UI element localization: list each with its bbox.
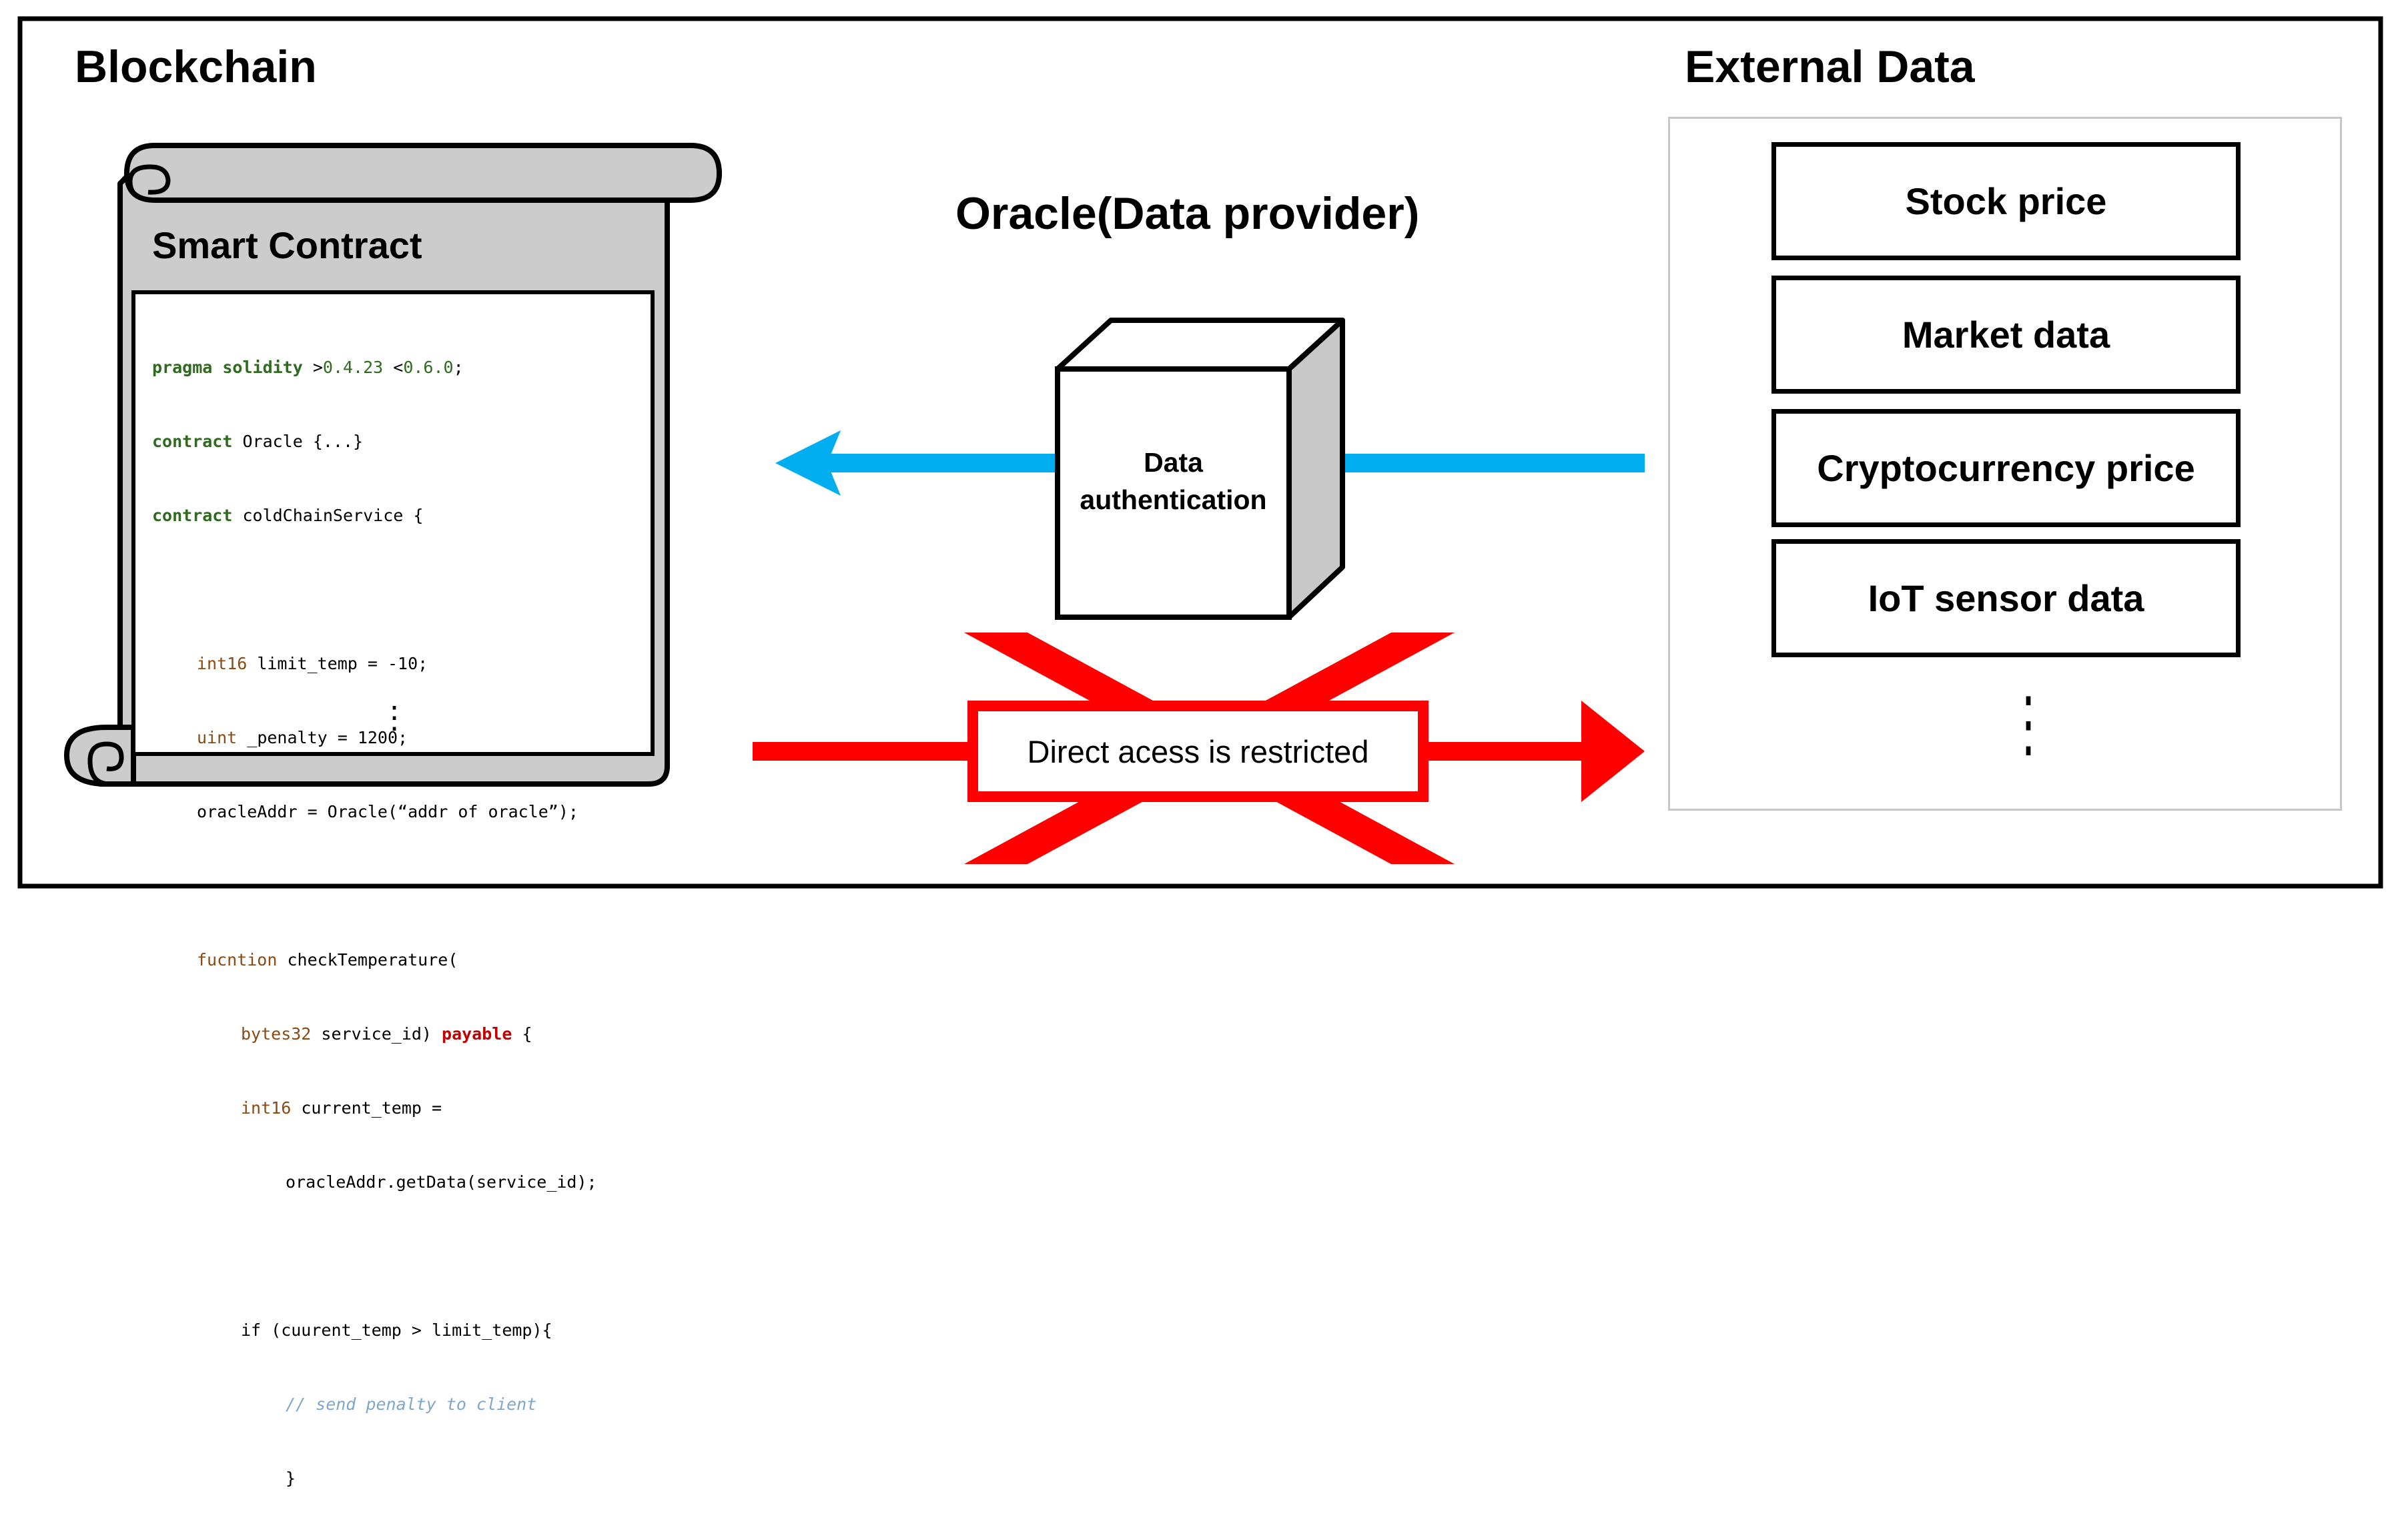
external-ellipsis: ⋮ [2006,683,2050,765]
scroll-graphic [63,143,723,787]
cube-side [1286,318,1345,620]
code-line-15: // send penalty to client [286,1395,537,1414]
code-line-14: if (cuurent_temp > limit_temp){ [241,1320,552,1340]
oracle-cube [1055,318,1345,620]
diagram-graphics [17,16,2383,889]
external-item-stock-price: Stock price [1771,142,2241,260]
blue-arrowhead-left [775,430,841,496]
smart-contract-title: Smart Contract [152,224,422,266]
external-item-iot-sensor-data: IoT sensor data [1771,539,2241,657]
code-line-12: oracleAddr.getData(service_id); [286,1172,597,1192]
cube-label: Data authentication [1058,444,1289,518]
code-line-blank [152,577,597,602]
blockchain-title: Blockchain [75,41,317,92]
code-line-10: bytes32 service_id) payable { [241,1024,532,1044]
cube-label-line-1: Data [1144,447,1203,478]
code-line-5: int16 limit_temp = -10; [197,654,428,673]
code-line-7: oracleAddr = Oracle(“addr of oracle”); [197,802,578,821]
blue-line-right [1331,454,1645,472]
blue-arrow-shaft-left [821,454,1058,472]
code-line-9: fucntion checkTemperature( [197,950,458,970]
external-data-title: External Data [1685,41,1975,92]
code-line-11: int16 current_temp = [241,1098,442,1118]
code-line-2: contract Oracle {...} [152,432,364,451]
code-ellipsis: ⋮ [379,700,410,735]
external-item-market-data: Market data [1771,276,2241,394]
external-item-cryptocurrency-price: Cryptocurrency price [1771,409,2241,527]
cube-label-line-2: authentication [1080,484,1267,515]
scroll-top-roll [123,143,723,203]
oracle-title: Oracle(Data provider) [955,188,1420,239]
code-sheet [131,290,655,756]
outer-frame [17,16,2383,889]
solidity-code: pragma solidity >0.4.23 <0.6.0; contract… [152,306,597,1540]
code-line-6: uint _penalty = 1200; [197,728,408,747]
restricted-label: Direct acess is restricted [1027,733,1369,769]
code-line-blank [152,873,597,898]
code-line-16: } [286,1469,296,1488]
code-line-1: pragma solidity >0.4.23 <0.6.0; [152,358,464,377]
code-line-blank [152,1244,597,1268]
restricted-box [967,701,1429,802]
cube-front [1055,366,1292,620]
code-line-3: contract coldChainService { [152,506,424,525]
diagram-canvas: Blockchain External Data Oracle(Data pro… [17,16,2383,1488]
red-arrowhead [1581,701,1645,802]
